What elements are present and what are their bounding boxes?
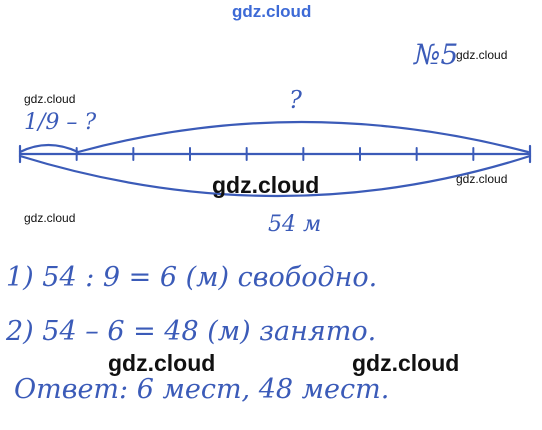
answer-line: Ответ: 6 мест, 48 мест. xyxy=(14,374,390,405)
watermark-right-mid: gdz.cloud xyxy=(456,172,508,186)
watermark-top: gdz.cloud xyxy=(232,2,312,21)
top-brace xyxy=(76,120,530,154)
watermark-center: gdz.cloud xyxy=(212,172,320,198)
solution-step-2: 2) 54 – 6 = 48 (м) занято. xyxy=(6,316,377,347)
first-part-brace xyxy=(18,143,80,154)
solution-step-1: 1) 54 : 9 = 6 (м) свободно. xyxy=(6,262,378,293)
watermark-problem: gdz.cloud xyxy=(456,48,508,62)
bottom-brace xyxy=(18,154,532,198)
problem-number: №5 xyxy=(414,38,459,71)
watermark-left-lower: gdz.cloud xyxy=(24,211,76,225)
watermark-left-upper: gdz.cloud xyxy=(24,92,76,106)
total-length-label: 54 м xyxy=(268,212,322,237)
top-question-label: ? xyxy=(289,86,302,114)
watermark-bottom-right: gdz.cloud xyxy=(352,350,460,376)
fraction-label: 1/9 – ? xyxy=(24,110,97,135)
watermark-bottom-left: gdz.cloud xyxy=(108,350,216,376)
